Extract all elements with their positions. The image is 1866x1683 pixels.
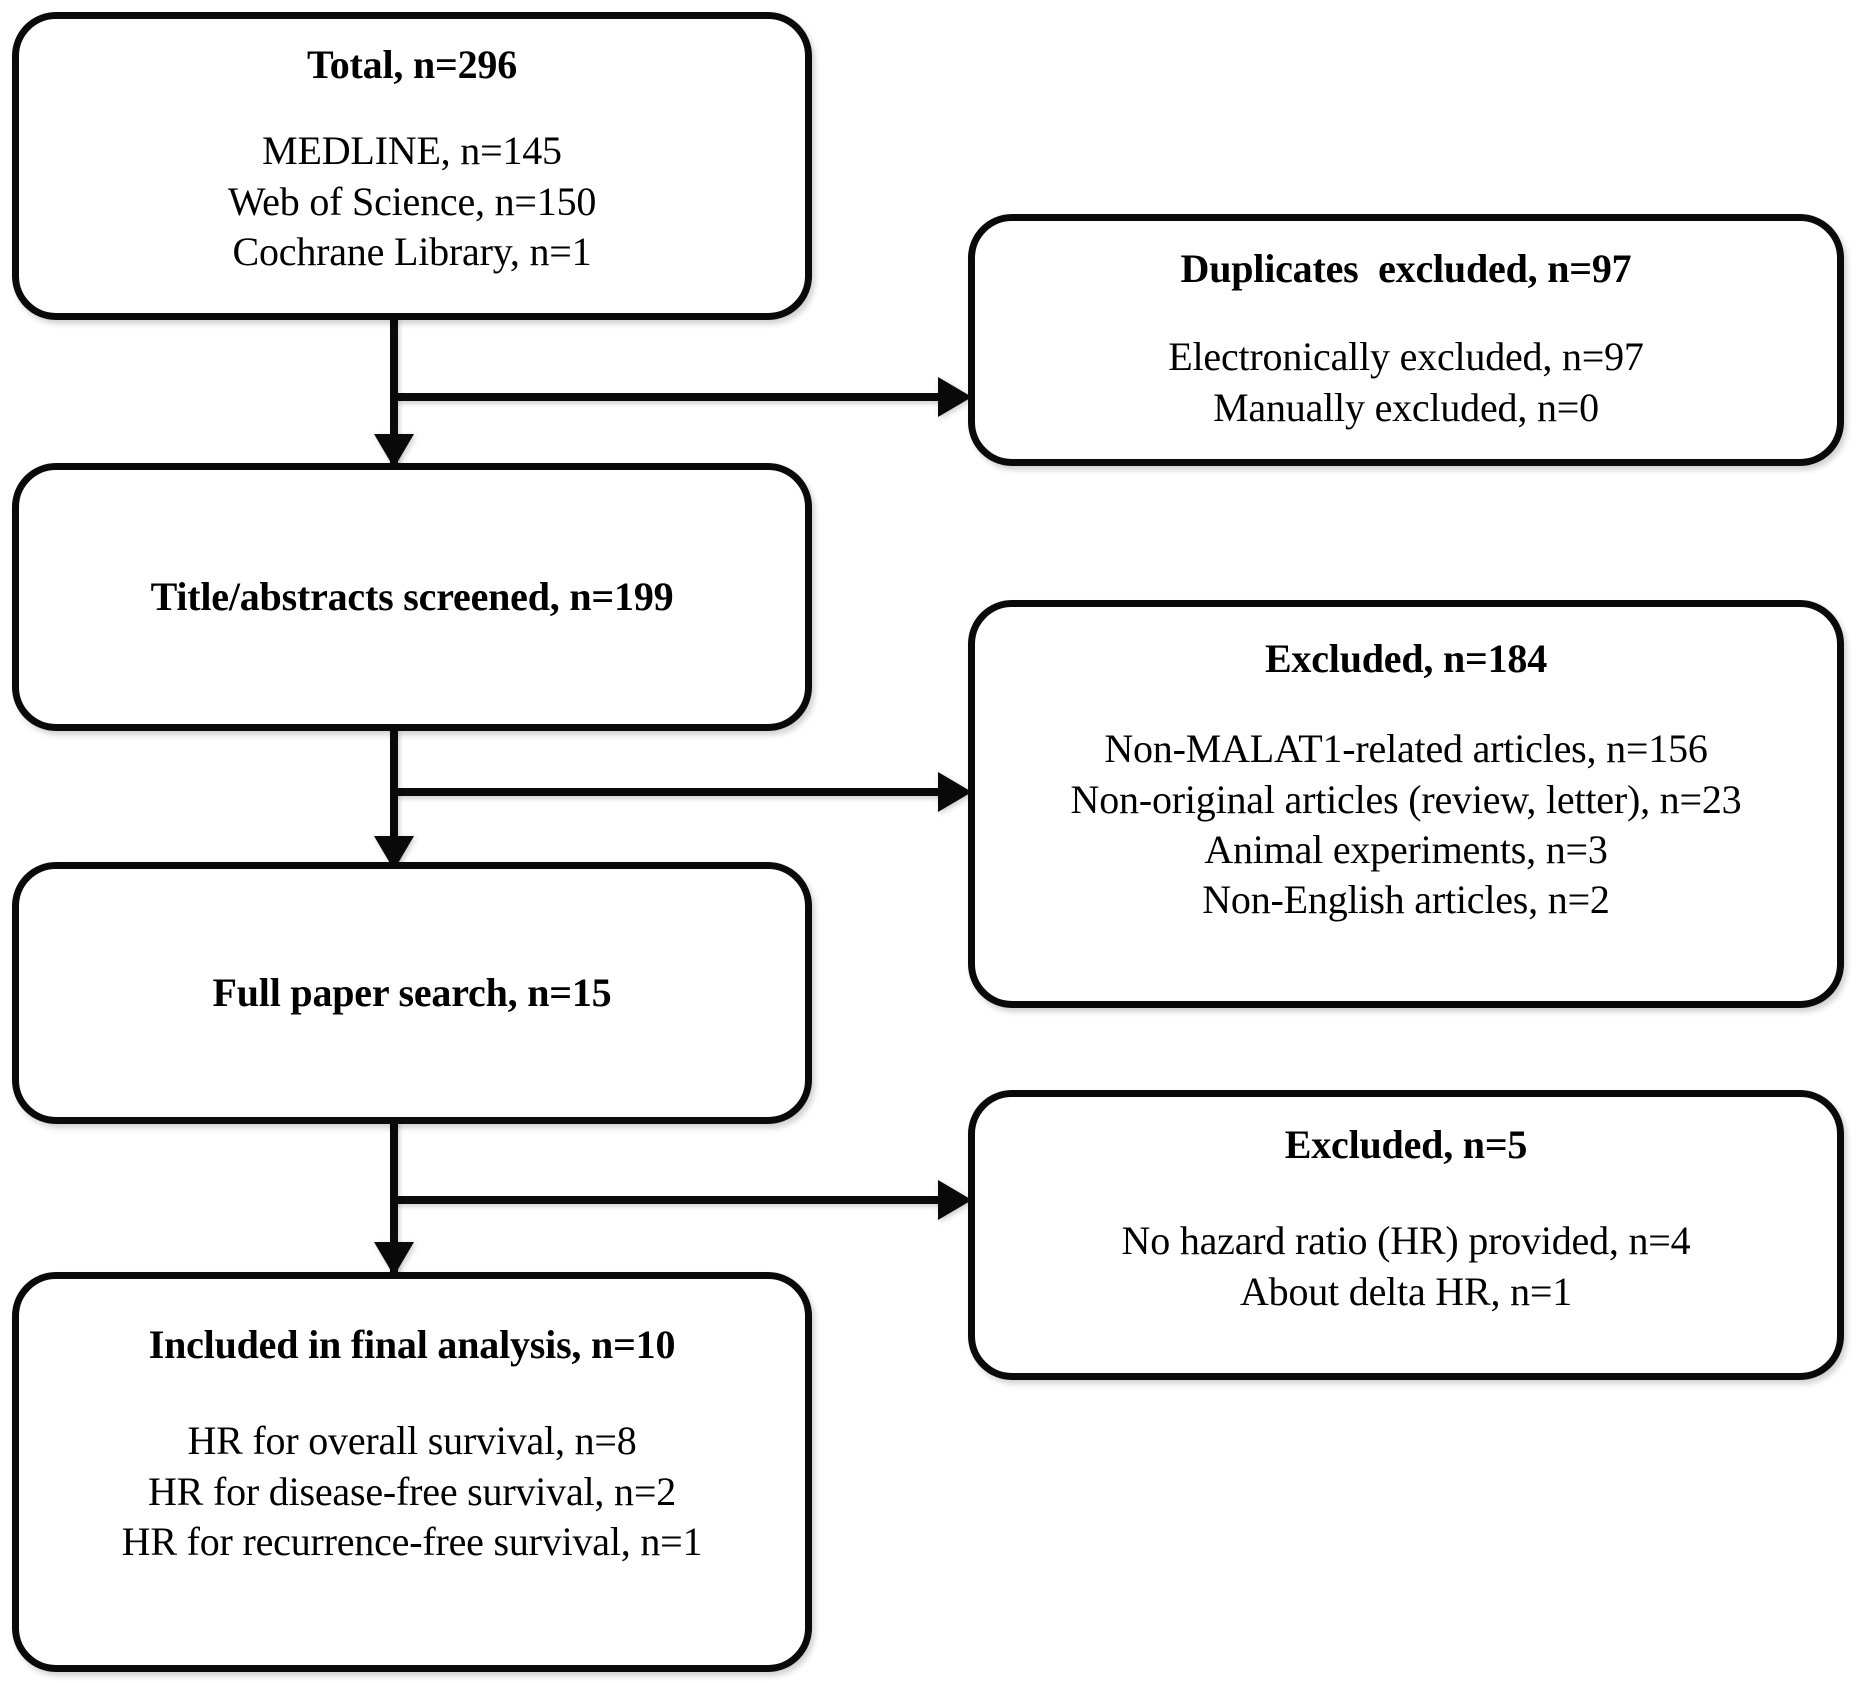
- box-duplicates-line-manual: Manually excluded, n=0: [1213, 384, 1599, 430]
- box-excluded-184: Excluded, n=184 Non-MALAT1-related artic…: [968, 600, 1844, 1008]
- box-total-title: Total, n=296: [306, 42, 518, 87]
- box-included-line-recurrence-free-survival: HR for recurrence-free survival, n=1: [121, 1518, 703, 1564]
- box-excluded-184-line-non-english: Non-English articles, n=2: [1202, 877, 1610, 923]
- arrow-right-total-to-duplicates: [938, 377, 972, 417]
- arrow-down-fullpaper-to-included: [374, 1242, 414, 1276]
- box-total-body: MEDLINE, n=145 Web of Science, n=150 Coc…: [227, 126, 597, 277]
- box-excluded-5-line-no-hr: No hazard ratio (HR) provided, n=4: [1121, 1218, 1691, 1264]
- box-excluded-184-line-animal: Animal experiments, n=3: [1204, 826, 1608, 872]
- box-excluded-5-title: Excluded, n=5: [1284, 1122, 1528, 1167]
- connector-total-vertical: [390, 318, 398, 466]
- box-total-line-medline: MEDLINE, n=145: [262, 128, 562, 174]
- box-fullpaper-title: Full paper search, n=15: [212, 970, 612, 1016]
- box-excluded-184-title: Excluded, n=184: [1264, 636, 1548, 681]
- box-excluded-5-body: No hazard ratio (HR) provided, n=4 About…: [1122, 1216, 1691, 1317]
- connector-total-to-duplicates-horizontal: [394, 393, 946, 401]
- box-excluded-5-line-delta-hr: About delta HR, n=1: [1239, 1268, 1573, 1314]
- box-included-body: HR for overall survival, n=8 HR for dise…: [122, 1416, 703, 1567]
- box-total-line-web-of-science: Web of Science, n=150: [227, 178, 597, 224]
- connector-fullpaper-to-excluded5-horizontal: [394, 1196, 946, 1204]
- box-duplicates-title: Duplicates excluded, n=97: [1180, 246, 1632, 291]
- box-included-line-disease-free-survival: HR for disease-free survival, n=2: [147, 1468, 676, 1514]
- box-total-line-cochrane: Cochrane Library, n=1: [232, 228, 592, 274]
- box-duplicates-line-electronic: Electronically excluded, n=97: [1168, 334, 1644, 380]
- arrow-right-fullpaper-to-excluded5: [938, 1180, 972, 1220]
- box-screened-title: Title/abstracts screened, n=199: [150, 574, 674, 620]
- arrow-right-screened-to-excluded184: [938, 772, 972, 812]
- arrow-down-total-to-screened: [374, 434, 414, 468]
- connector-screened-vertical: [390, 728, 398, 870]
- box-excluded-184-body: Non-MALAT1-related articles, n=156 Non-o…: [1071, 724, 1742, 926]
- connector-screened-to-excluded184-horizontal: [394, 788, 946, 796]
- box-excluded-5: Excluded, n=5 No hazard ratio (HR) provi…: [968, 1090, 1844, 1380]
- box-included-title: Included in final analysis, n=10: [148, 1322, 676, 1367]
- box-excluded-184-line-non-malat1: Non-MALAT1-related articles, n=156: [1104, 726, 1708, 772]
- box-full-paper-search: Full paper search, n=15: [12, 862, 812, 1124]
- box-titles-abstracts-screened: Title/abstracts screened, n=199: [12, 463, 812, 731]
- box-included-line-overall-survival: HR for overall survival, n=8: [187, 1418, 637, 1464]
- box-duplicates-body: Electronically excluded, n=97 Manually e…: [1168, 332, 1644, 433]
- box-included-final-analysis: Included in final analysis, n=10 HR for …: [12, 1272, 812, 1672]
- box-total-records: Total, n=296 MEDLINE, n=145 Web of Scien…: [12, 12, 812, 320]
- box-duplicates-excluded: Duplicates excluded, n=97 Electronically…: [968, 214, 1844, 466]
- box-excluded-184-line-non-original: Non-original articles (review, letter), …: [1070, 776, 1742, 822]
